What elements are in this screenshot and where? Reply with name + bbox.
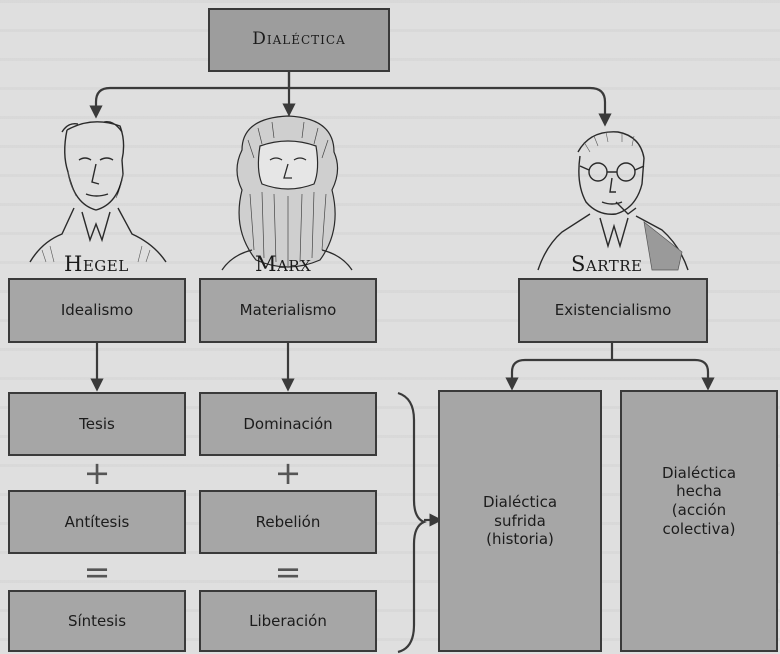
school-existencialismo: Existencialismo <box>518 278 708 343</box>
arrow-to-hegel <box>89 72 291 119</box>
school-idealismo: Idealismo <box>8 278 186 343</box>
sartre-portrait <box>537 131 689 271</box>
hegel-antitesis: Antítesis <box>8 490 186 554</box>
title-text: Dialéctica <box>252 29 346 50</box>
marx-liberacion: Liberación <box>199 590 377 652</box>
arrow-to-sartre <box>289 86 612 127</box>
marx-rebelion: Rebelión <box>199 490 377 554</box>
hegel-sintesis-label: Síntesis <box>67 611 127 630</box>
school-idealismo-label: Idealismo <box>60 301 134 320</box>
marx-portrait <box>221 115 353 271</box>
sartre-hecha-label: Dialéctica hecha (acción colectiva) <box>661 463 737 538</box>
name-sartre: Sartre <box>571 252 643 276</box>
hegel-tesis: Tesis <box>8 392 186 456</box>
school-materialismo-label: Materialismo <box>239 301 337 320</box>
hegel-tesis-label: Tesis <box>79 414 115 433</box>
sartre-sufrida: Dialéctica sufrida (historia) <box>438 390 602 652</box>
hegel-equals: = <box>83 553 111 591</box>
brace <box>397 391 427 654</box>
hegel-sintesis: Síntesis <box>8 590 186 652</box>
marx-plus: + <box>274 454 302 492</box>
marx-equals: = <box>274 553 302 591</box>
hegel-portrait <box>29 121 167 263</box>
school-materialismo: Materialismo <box>199 278 377 343</box>
arrow-to-hecha <box>612 358 715 391</box>
sartre-hecha: Dialéctica hecha (acción colectiva) <box>620 390 778 652</box>
title-box: Dialéctica <box>208 8 390 72</box>
marx-rebelion-label: Rebelión <box>255 512 321 531</box>
name-hegel: Hegel <box>64 252 129 276</box>
marx-dominacion-label: Dominación <box>243 414 333 433</box>
name-marx: Marx <box>255 252 312 276</box>
hegel-antitesis-label: Antítesis <box>64 512 130 531</box>
arrow-to-sufrida <box>505 358 612 391</box>
school-existencialismo-label: Existencialismo <box>554 301 672 320</box>
marx-liberacion-label: Liberación <box>249 611 327 630</box>
sartre-sufrida-label: Dialéctica sufrida (historia) <box>482 492 558 549</box>
hegel-plus: + <box>83 454 111 492</box>
marx-dominacion: Dominación <box>199 392 377 456</box>
